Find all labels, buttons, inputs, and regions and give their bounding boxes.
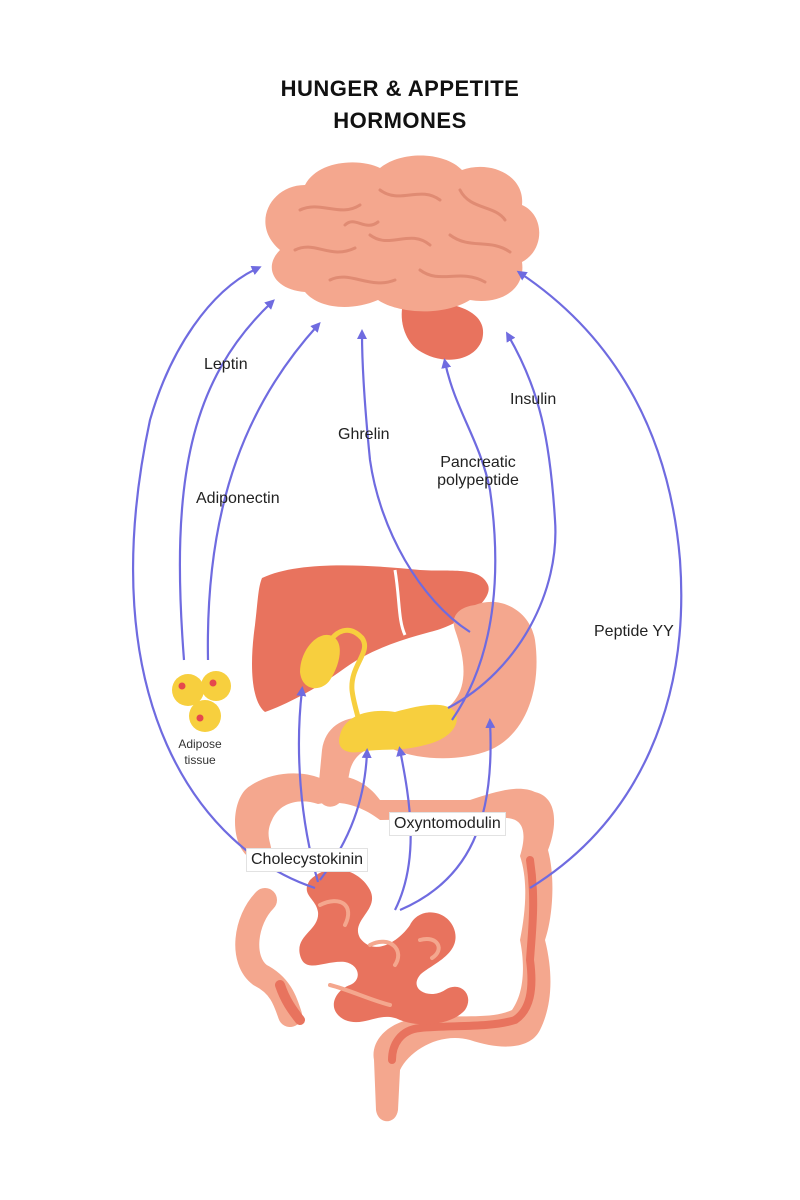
cholecystokinin-to-brain-arrow [131,265,316,890]
brain-illustration [265,155,540,360]
oxyntomodulin-to-stomach-arrow [399,718,496,912]
adipose-tissue [172,671,231,732]
adipose-tissue-label-line2: tissue [184,753,216,767]
stomach [318,601,537,807]
pancreatic-polypeptide-label: Pancreatic polypeptide [428,454,528,490]
title-line-1: HUNGER & APPETITE [280,76,520,101]
pancreatic-polypeptide-arrow [441,358,497,721]
colon-inner-stripe [388,856,538,1064]
cholecystokinin-label: Cholecystokinin [246,848,369,872]
gallbladder [300,634,340,689]
pancreas [339,704,457,753]
large-intestine [235,773,555,1122]
small-intestine [299,869,469,1025]
appendix-tip [275,980,305,1025]
insulin-arrow [447,331,557,709]
adipose-tissue-label: Adipose tissue [170,736,230,768]
adiponectin-label: Adiponectin [196,490,280,507]
adipose-tissue-label-line1: Adipose [178,737,222,751]
leptin-label: Leptin [204,356,248,373]
insulin-label: Insulin [510,391,557,408]
adiponectin-arrow [206,322,321,661]
title-line-2: HORMONES [333,108,467,133]
oxyntomodulin-label: Oxyntomodulin [389,812,506,836]
ghrelin-arrow [357,329,471,633]
pancreatic-polypeptide-label-line2: polypeptide [437,472,519,489]
liver [252,565,489,712]
peptide-yy-arrow [516,270,683,889]
leptin-arrow [178,299,275,661]
peptide-yy-label: Peptide YY [594,623,674,640]
pancreatic-polypeptide-label-line1: Pancreatic [440,454,516,471]
ghrelin-label: Ghrelin [338,426,390,443]
